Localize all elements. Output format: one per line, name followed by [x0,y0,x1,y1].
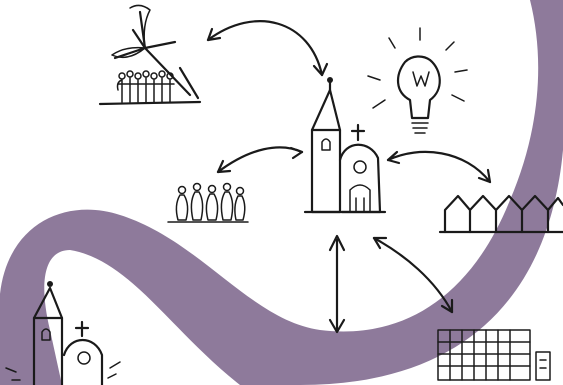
building-icon [437,329,551,381]
windmill-icon [98,4,202,106]
arrow-church-building [372,236,454,314]
people-icon [167,182,249,223]
lightbulb-icon [367,27,468,134]
church-icon [303,77,387,214]
arrow-church-ground [328,234,346,334]
arrow-church-houses [386,150,492,184]
people-under-windmill [116,70,175,103]
arrow-windmill-church [206,20,329,77]
houses-icon [438,194,563,234]
arrow-church-people [216,146,304,174]
small-church-icon [5,281,121,385]
